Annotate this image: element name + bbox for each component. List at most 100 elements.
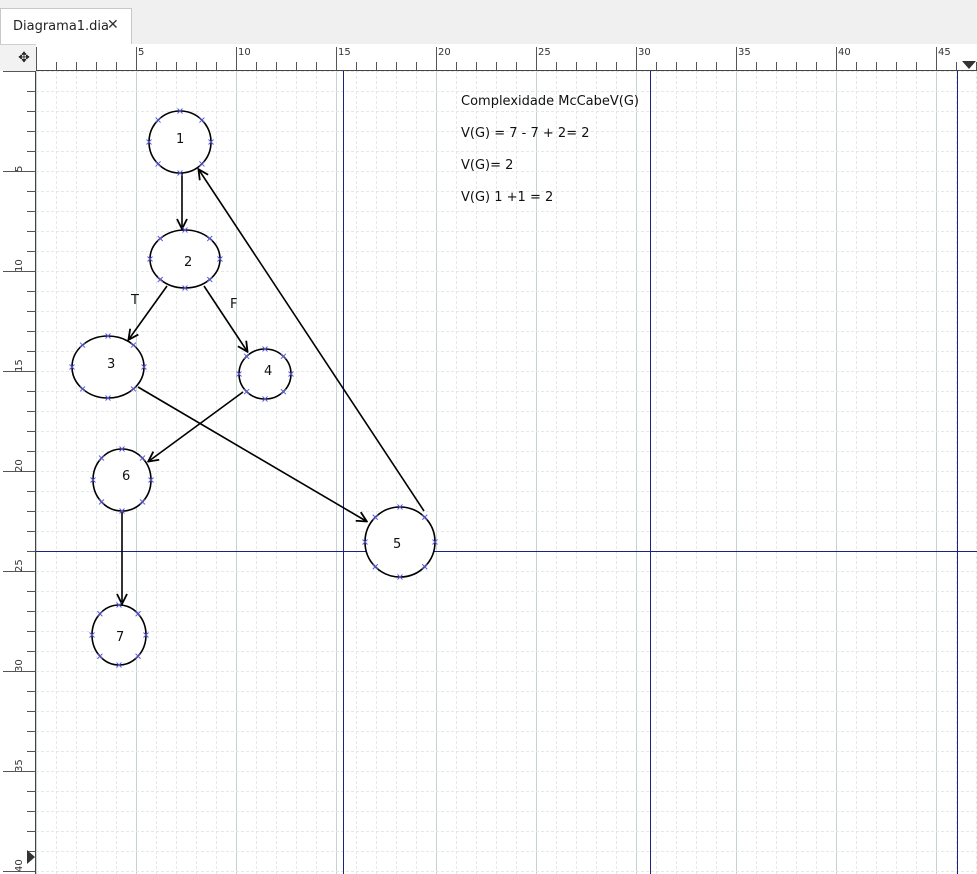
- connection-point-icon: [135, 610, 141, 617]
- diagram-canvas[interactable]: T F 1 2 3 4 5 6 7 Complexidade McCabeV(G…: [36, 71, 977, 874]
- connection-point-icon: [372, 514, 379, 521]
- connection-point-icon: [397, 574, 403, 580]
- node-label-4: 4: [264, 364, 272, 379]
- connection-point-icon: [182, 285, 188, 291]
- connection-point-icon: [362, 539, 368, 545]
- v-ruler-label: 35: [14, 759, 25, 772]
- page-break-lines: [36, 71, 977, 874]
- h-ruler-label: 10: [238, 47, 251, 58]
- connection-point-icon: [243, 353, 250, 360]
- connection-point-icon: [208, 139, 214, 145]
- connection-point-icon: [177, 108, 183, 114]
- horizontal-ruler: 5 10 15 20 25 30 35 40 45: [36, 44, 977, 71]
- connection-point-icon: [280, 353, 287, 360]
- note-title: Complexidade McCabeV(G): [461, 94, 639, 109]
- close-icon[interactable]: ✕: [107, 17, 119, 33]
- connection-point-icon: [69, 364, 75, 370]
- connection-point-icon: [90, 477, 96, 483]
- connection-point-icon: [199, 161, 205, 167]
- grid: [36, 71, 977, 874]
- connection-point-icon: [79, 342, 86, 348]
- connection-point-icon: [97, 653, 103, 660]
- node-label-1: 1: [176, 132, 184, 147]
- connection-point-icon: [89, 632, 95, 638]
- node-label-3: 3: [107, 357, 115, 372]
- node-label-5: 5: [393, 537, 401, 552]
- vertical-ruler: 5 10 15 20 25 30 35 40: [0, 71, 36, 874]
- h-ruler-label: 40: [838, 47, 851, 58]
- connection-point-icon: [130, 386, 137, 392]
- h-ruler-marker-icon: [962, 61, 976, 69]
- v-ruler-label: 5: [14, 166, 25, 172]
- connection-point-icon: [97, 610, 103, 617]
- connection-point-icon: [135, 653, 141, 660]
- connection-point-icon: [421, 514, 428, 521]
- v-ruler-label: 40: [14, 859, 25, 872]
- nodes: [71, 110, 436, 666]
- node-label-2: 2: [184, 255, 192, 270]
- connection-point-icon: [372, 563, 379, 570]
- edge-label-true: T: [130, 293, 139, 308]
- connection-point-icon: [177, 170, 183, 176]
- note-line: V(G) 1 +1 = 2: [461, 190, 553, 205]
- connection-point-icon: [288, 371, 294, 377]
- h-ruler-label: 35: [738, 47, 751, 58]
- connection-point-icon: [148, 477, 154, 483]
- tab-diagram[interactable]: Diagrama1.dia ✕: [0, 8, 132, 44]
- connection-point-icon: [130, 342, 137, 348]
- connection-point-icon: [105, 333, 111, 339]
- connection-point-icon: [206, 276, 213, 283]
- h-ruler-label: 25: [538, 47, 551, 58]
- connection-point-icon: [206, 235, 213, 242]
- connection-point-icon: [157, 276, 164, 283]
- connection-point-icon: [157, 235, 164, 242]
- connection-point-icon: [116, 662, 122, 668]
- v-ruler-label: 25: [14, 559, 25, 572]
- connection-point-icon: [119, 446, 125, 452]
- connection-points: [69, 108, 438, 668]
- edge-3-5[interactable]: [137, 386, 366, 521]
- connection-point-icon: [98, 455, 105, 461]
- v-ruler-marker-icon: [27, 850, 35, 864]
- edges: [122, 170, 425, 603]
- move-icon[interactable]: ✥: [18, 50, 30, 66]
- connection-point-icon: [182, 227, 188, 233]
- connection-point-icon: [217, 256, 223, 262]
- edge-2-3[interactable]: [129, 285, 168, 339]
- connection-point-icon: [243, 388, 250, 395]
- connection-point-icon: [79, 386, 86, 392]
- connection-point-icon: [155, 161, 161, 167]
- connection-point-icon: [139, 455, 146, 461]
- v-ruler-label: 30: [14, 659, 25, 672]
- connection-point-icon: [262, 346, 268, 352]
- connection-point-icon: [262, 396, 268, 402]
- edge-label-false: F: [230, 297, 237, 312]
- connection-point-icon: [280, 388, 287, 395]
- connection-point-icon: [397, 504, 403, 510]
- connection-point-icon: [143, 632, 149, 638]
- connection-point-icon: [116, 602, 122, 608]
- v-ruler-label: 10: [14, 259, 25, 272]
- connection-point-icon: [421, 563, 428, 570]
- note-line: V(G) = 7 - 7 + 2= 2: [461, 126, 590, 141]
- h-ruler-label: 15: [338, 47, 351, 58]
- connection-point-icon: [98, 499, 105, 505]
- tab-bar: Diagrama1.dia ✕: [0, 0, 977, 45]
- v-ruler-label: 20: [14, 459, 25, 472]
- h-ruler-label: 30: [638, 47, 651, 58]
- node-label-6: 6: [122, 469, 130, 484]
- connection-point-icon: [139, 499, 146, 505]
- h-ruler-label: 45: [938, 47, 951, 58]
- connection-point-icon: [105, 395, 111, 401]
- edge-5-1[interactable]: [199, 170, 425, 512]
- edge-2-4[interactable]: [203, 285, 247, 351]
- connection-point-icon: [119, 508, 125, 514]
- connection-point-icon: [147, 256, 153, 262]
- node-label-7: 7: [116, 630, 124, 645]
- note-line: V(G)= 2: [461, 158, 513, 173]
- connection-point-icon: [432, 539, 438, 545]
- edge-4-6[interactable]: [149, 391, 244, 461]
- connection-point-icon: [146, 139, 152, 145]
- h-ruler-label: 20: [438, 47, 451, 58]
- connection-point-icon: [155, 117, 161, 123]
